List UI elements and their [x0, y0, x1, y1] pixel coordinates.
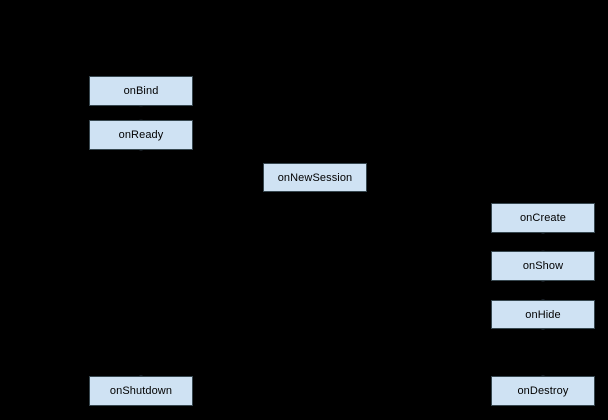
node-onhide-label: onHide	[525, 308, 561, 321]
node-ondestroy-label: onDestroy	[517, 385, 569, 397]
node-onnewsession: onNewSession	[263, 163, 367, 192]
node-onnewsession-label: onNewSession	[277, 171, 353, 184]
node-onbind-label: onBind	[123, 85, 159, 97]
node-onready-label: onReady	[118, 129, 164, 141]
connector-onready-onnewsession	[140, 150, 262, 178]
node-oncreate-label: onCreate	[519, 212, 567, 224]
node-onhide: onHide	[491, 300, 595, 329]
node-onready: onReady	[89, 120, 193, 150]
node-onshutdown: onShutdown	[89, 376, 193, 406]
node-onshow-label: onShow	[522, 260, 564, 272]
node-onshow: onShow	[491, 251, 595, 281]
node-onshutdown-label: onShutdown	[109, 385, 173, 397]
node-oncreate: onCreate	[491, 203, 595, 233]
connector-junction-notches	[139, 104, 545, 378]
connector-onnewsession-oncreate	[367, 176, 544, 202]
node-onbind: onBind	[89, 76, 193, 106]
node-ondestroy: onDestroy	[491, 376, 595, 406]
